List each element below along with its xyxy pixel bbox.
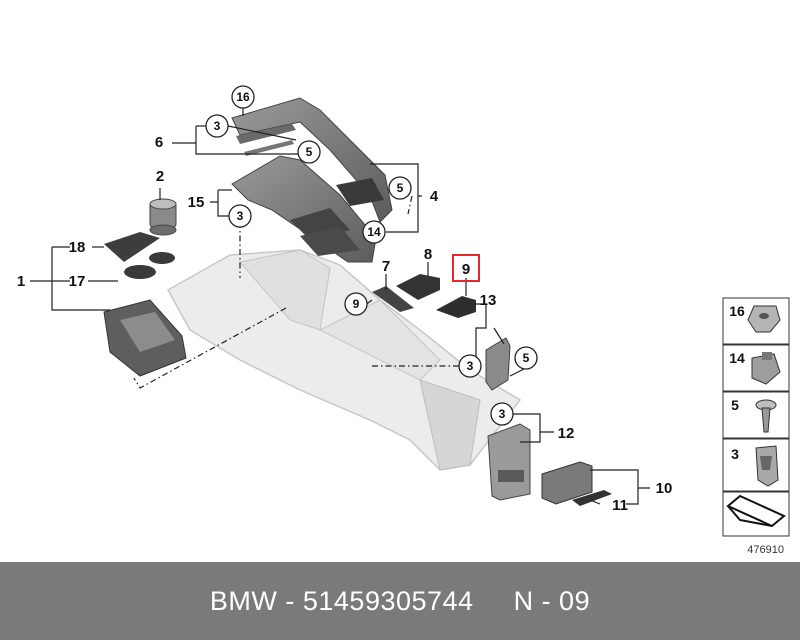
cup-holder-part bbox=[149, 198, 177, 236]
side-trim-part bbox=[485, 337, 511, 391]
legend-label-5: 5 bbox=[731, 397, 739, 413]
label-part-7: 7 bbox=[382, 258, 390, 275]
label-part-9: 9 bbox=[462, 261, 470, 278]
label-part-1: 1 bbox=[17, 273, 25, 290]
label-clip-3d: 3 bbox=[499, 407, 506, 421]
fastener-legend: 16 14 5 3 476910 bbox=[722, 297, 790, 556]
spring-clip-icon bbox=[755, 445, 779, 487]
label-part-16: 16 bbox=[236, 90, 250, 104]
center-console-body bbox=[166, 249, 522, 471]
tray-mats bbox=[372, 274, 476, 318]
callout-lines bbox=[30, 107, 650, 505]
label-part-15: 15 bbox=[188, 194, 205, 211]
circled-callouts bbox=[205, 85, 538, 426]
callout-labels: 2 6 15 4 18 1 17 8 7 13 12 10 11 bbox=[17, 134, 673, 514]
circled-callout-labels: 16 3 5 3 5 14 9 3 5 3 bbox=[214, 90, 530, 421]
mid-trim-part bbox=[231, 155, 377, 263]
legend-label-3: 3 bbox=[731, 446, 739, 462]
label-part-17: 17 bbox=[69, 273, 86, 290]
label-clip-3a: 3 bbox=[214, 119, 221, 133]
label-clip-3b: 3 bbox=[237, 209, 244, 223]
lower-holder-part bbox=[103, 299, 187, 377]
label-part-10: 10 bbox=[656, 480, 673, 497]
label-clip-3c: 3 bbox=[467, 359, 474, 373]
label-part-13: 13 bbox=[480, 292, 497, 309]
mat-parts bbox=[104, 232, 175, 279]
label-part-8: 8 bbox=[424, 246, 432, 263]
legend-label-14: 14 bbox=[729, 350, 745, 366]
label-part-12: 12 bbox=[558, 425, 575, 442]
part-number-caption: BMW - 51459305744 N - 09 bbox=[209, 585, 591, 616]
orientation-arrow-icon bbox=[726, 494, 786, 528]
label-part-4: 4 bbox=[430, 188, 439, 205]
label-part-2: 2 bbox=[156, 168, 164, 185]
image-number: 476910 bbox=[747, 544, 784, 556]
drawer-part bbox=[541, 461, 612, 506]
diagram-canvas: 2 6 15 4 18 1 17 8 7 13 12 10 11 9 16 3 … bbox=[17, 85, 790, 556]
footer-bar: BMW - 51459305744 N - 09 bbox=[0, 562, 800, 640]
highlight-box bbox=[452, 254, 480, 282]
label-part-11: 11 bbox=[612, 497, 628, 514]
rear-trim-part bbox=[487, 423, 531, 501]
label-screw-5b: 5 bbox=[397, 181, 404, 195]
label-screw-5d: 5 bbox=[523, 351, 530, 365]
legend-label-16: 16 bbox=[729, 303, 745, 319]
upper-trim-part bbox=[231, 97, 393, 223]
label-part-18: 18 bbox=[69, 239, 86, 256]
screw-icon bbox=[755, 399, 777, 433]
label-part-6: 6 bbox=[155, 134, 163, 151]
label-part-14: 14 bbox=[367, 225, 381, 239]
clip-nut-icon bbox=[751, 352, 781, 385]
label-screw-5c: 9 bbox=[353, 297, 360, 311]
highlighted-part-callout[interactable]: 9 bbox=[452, 254, 480, 282]
label-screw-5a: 5 bbox=[306, 145, 313, 159]
nut-icon bbox=[747, 305, 781, 333]
